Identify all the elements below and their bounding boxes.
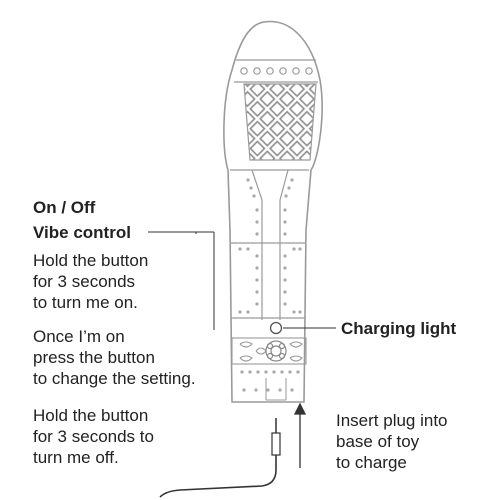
vibe-control-label: Vibe control [33,223,131,242]
button-band [231,337,307,365]
once-on-line: Once I’m on [33,327,125,346]
charging-plug [159,418,281,498]
hold-off-line: for 3 seconds to [33,427,154,446]
charging-light-label: Charging light [341,319,457,338]
once-on-line: to change the setting. [33,369,196,388]
insert-plug-line: to charge [336,453,407,472]
on-off-label: On / Off [33,198,96,217]
lattice-cage [243,83,317,161]
stud-dots [238,178,302,392]
hold-on-line: Hold the button [33,251,149,270]
hold-on-line: to turn me on. [33,293,138,312]
leader-lines [148,231,336,330]
insert-plug-line: Insert plug into [336,411,448,430]
hold-on-instructions: Hold the button for 3 seconds to turn me… [33,250,148,313]
once-on-line: press the button [33,348,155,367]
change-setting-instructions: Once I’m on press the button to change t… [33,326,196,389]
corset-panels [230,169,309,320]
charging-light [269,321,283,335]
charge-instructions: Insert plug into base of toy to charge [336,410,448,473]
insert-plug-line: base of toy [336,432,420,451]
hold-off-instructions: Hold the button for 3 seconds to turn me… [33,405,154,468]
top-band [234,59,318,83]
charging-port [265,378,287,401]
vibe-control-button[interactable] [265,340,287,362]
hold-off-line: turn me off. [33,448,119,467]
hold-off-line: Hold the button [33,406,149,425]
insert-arrow [293,402,307,468]
hold-on-line: for 3 seconds [33,272,136,291]
